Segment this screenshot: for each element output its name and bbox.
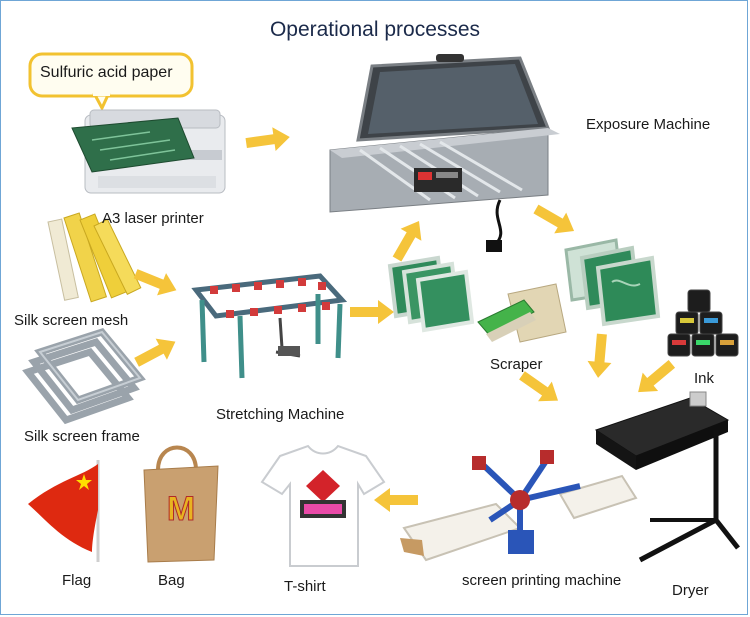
aluminum-frames-illustration <box>22 327 146 425</box>
ink-cans-illustration <box>667 289 739 357</box>
bag-illustration: M <box>143 445 219 563</box>
stretching-machine-illustration <box>191 273 348 379</box>
screen-printing-machine-label: screen printing machine <box>462 572 622 589</box>
arrow-press-to-tshirt <box>374 488 418 512</box>
scraper-illustration <box>477 283 567 343</box>
frame-label: Silk screen frame <box>24 428 140 445</box>
printer-label: A3 laser printer <box>102 210 204 227</box>
tshirt-label: T-shirt <box>284 578 326 595</box>
exposure-machine-illustration <box>329 54 560 252</box>
arrow-printer-to-exposure <box>244 125 292 155</box>
mesh-rolls-illustration <box>47 212 142 303</box>
mesh-label: Silk screen mesh <box>14 312 129 329</box>
stretched-screens-illustration <box>387 255 475 333</box>
printer-illustration <box>71 109 226 194</box>
stretching-machine-label: Stretching Machine <box>216 406 345 423</box>
arrow-frame-to-stretching <box>130 331 182 373</box>
dryer-label: Dryer <box>672 582 709 599</box>
arrow-mesh-to-stretching <box>131 262 181 302</box>
ink-label: Ink <box>694 370 715 387</box>
arrow-exposure-to-exposed-screens <box>529 198 581 242</box>
arrow-stretching-to-screens <box>350 300 394 324</box>
arrow-exposed-screens-to-press <box>586 333 614 379</box>
callout-label: Sulfuric acid paper <box>40 64 173 81</box>
bag-label: Bag <box>158 572 185 589</box>
flag-label: Flag <box>62 572 92 589</box>
exposed-screens-illustration <box>564 238 661 327</box>
scraper-label: Scraper <box>490 356 543 373</box>
diagram-title: Operational processes <box>269 18 481 41</box>
arrow-ink-to-press <box>630 354 680 402</box>
exposure-machine-label: Exposure Machine <box>586 116 711 133</box>
svg-text:M: M <box>167 490 195 528</box>
arrow-screens-to-exposure <box>386 214 430 266</box>
callout-bubble <box>28 52 194 112</box>
tshirt-illustration <box>260 444 386 567</box>
flag-illustration <box>28 460 100 562</box>
dryer-illustration <box>594 391 740 563</box>
screen-printing-machine-illustration <box>400 450 638 562</box>
